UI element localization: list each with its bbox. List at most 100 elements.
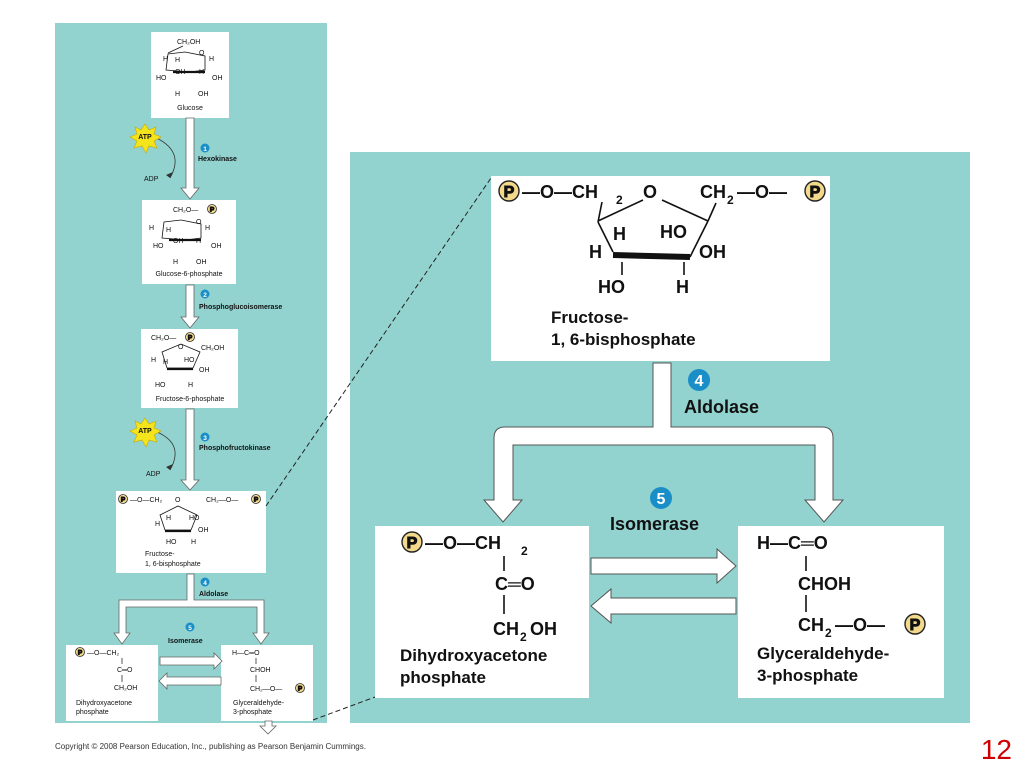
copyright-notice: Copyright © 2008 Pearson Education, Inc.…	[55, 742, 366, 751]
svg-text:HO: HO	[166, 539, 177, 546]
atp-coupling-1: ATP ADP	[129, 123, 176, 183]
svg-text:CH₂OH: CH₂OH	[201, 345, 224, 352]
svg-text:5: 5	[188, 625, 192, 632]
svg-text:O: O	[196, 219, 202, 226]
aldolase-split-arrow	[482, 362, 845, 523]
fbp-label-small-line2: 1, 6-bisphosphate	[145, 561, 201, 568]
g3p-structure: H—C═O CHOH CH 2 —O—	[757, 533, 926, 640]
dhap-label-small-line1: Dihydroxyacetone	[76, 700, 132, 707]
svg-text:CH₂OH: CH₂OH	[114, 685, 137, 692]
atp-label-2: ATP	[138, 428, 152, 435]
enzyme-phosphofructokinase: Phosphofructokinase	[199, 445, 271, 452]
svg-text:2: 2	[203, 292, 207, 299]
g3p-label-small-line1: Glyceraldehyde-	[233, 700, 285, 707]
step-5-marker-small: 5 Isomerase	[168, 622, 203, 645]
atp-coupling-2: ATP ADP	[129, 417, 176, 478]
dhap-box-small	[66, 645, 158, 721]
svg-text:HO: HO	[189, 515, 200, 522]
g3p-label-line2: 3-phosphate	[757, 666, 858, 685]
svg-text:H: H	[196, 238, 201, 245]
svg-text:OH: OH	[530, 619, 557, 639]
svg-text:H: H	[191, 539, 196, 546]
svg-text:H: H	[589, 242, 602, 262]
svg-text:CH₂—O—: CH₂—O—	[250, 686, 282, 693]
svg-text:1: 1	[203, 146, 207, 153]
svg-text:O: O	[175, 497, 181, 504]
svg-text:H—C═O: H—C═O	[232, 650, 260, 657]
svg-text:HO: HO	[660, 222, 687, 242]
fbp-label-line1: Fructose-	[551, 308, 628, 327]
g3p-box	[738, 526, 944, 698]
svg-text:HO: HO	[153, 243, 164, 250]
fbp-label-line2: 1, 6-bisphosphate	[551, 330, 696, 349]
glucose-box	[151, 32, 229, 118]
glucose-label: Glucose	[177, 105, 203, 112]
svg-text:—O—: —O—	[737, 182, 787, 202]
svg-text:H: H	[149, 225, 154, 232]
step-1-marker: 1 Hexokinase	[198, 143, 237, 163]
fbp-label-small-line1: Fructose-	[145, 551, 175, 558]
svg-text:H: H	[188, 382, 193, 389]
svg-text:OH: OH	[199, 367, 210, 374]
svg-text:CH: CH	[493, 619, 519, 639]
svg-text:H: H	[175, 57, 180, 64]
dhap-box	[375, 526, 589, 698]
fbp-structure-small: —O—CH₂ O CH₂—O— H H HO OH HO H	[118, 494, 261, 546]
step-3-marker: 3 Phosphofructokinase	[199, 432, 271, 452]
step-4-marker: 4 Aldolase	[684, 369, 759, 417]
svg-text:H: H	[175, 91, 180, 98]
dhap-structure: —O—CH 2 C═O CH 2 OH	[401, 531, 557, 644]
glucose-6-phosphate-box	[142, 200, 236, 284]
svg-text:—O—CH₂: —O—CH₂	[87, 650, 120, 657]
f6p-structure: CH₂O— CH₂OH O H H HO OH HO H	[151, 332, 224, 389]
svg-text:O: O	[199, 50, 205, 57]
glucose-structure: CH₂OH O H H H HO OH H OH H OH	[156, 39, 223, 98]
g6p-label: Glucose-6-phosphate	[156, 271, 223, 278]
svg-text:OH: OH	[699, 242, 726, 262]
svg-text:3: 3	[203, 435, 207, 442]
svg-text:H—C═O: H—C═O	[757, 533, 828, 553]
step-4-marker-small: 4 Aldolase	[199, 577, 228, 598]
svg-text:CH: CH	[798, 615, 824, 635]
g6p-structure: CH₂O— O H H H HO OH H OH H OH	[149, 204, 222, 266]
svg-text:HO: HO	[598, 277, 625, 297]
page-number: 12	[980, 734, 1012, 765]
step-5-marker: 5 Isomerase	[610, 487, 699, 534]
svg-text:4: 4	[695, 373, 704, 390]
svg-text:C═O: C═O	[117, 667, 133, 674]
main-flow-arrows	[113, 117, 277, 735]
fructose-bisphosphate-box	[491, 176, 830, 361]
svg-text:CH₂OH: CH₂OH	[177, 39, 200, 46]
svg-text:OH: OH	[198, 527, 209, 534]
svg-text:CH₂O—: CH₂O—	[173, 207, 198, 214]
svg-text:OH: OH	[196, 259, 207, 266]
svg-text:—O—CH: —O—CH	[522, 182, 598, 202]
dhap-label-line2: phosphate	[400, 668, 486, 687]
svg-text:2: 2	[825, 626, 832, 640]
enzyme-aldolase-small: Aldolase	[199, 591, 228, 598]
svg-text:H: H	[166, 227, 171, 234]
svg-text:H: H	[173, 259, 178, 266]
svg-text:H: H	[613, 224, 626, 244]
svg-text:OH: OH	[198, 91, 209, 98]
svg-text:OH: OH	[173, 238, 184, 245]
svg-text:H: H	[155, 521, 160, 528]
enzyme-phosphoglucoisomerase: Phosphoglucoisomerase	[199, 304, 282, 311]
svg-text:HO: HO	[156, 75, 167, 82]
svg-text:H: H	[163, 359, 168, 366]
svg-text:H: H	[209, 56, 214, 63]
atp-label-1: ATP	[138, 134, 152, 141]
enzyme-isomerase: Isomerase	[610, 514, 699, 534]
svg-text:H: H	[676, 277, 689, 297]
zoom-connector-bottom	[312, 696, 376, 721]
svg-text:CHOH: CHOH	[798, 574, 851, 594]
svg-text:C═O: C═O	[495, 574, 535, 594]
adp-label-2: ADP	[146, 471, 161, 478]
svg-text:HO: HO	[155, 382, 166, 389]
g3p-label-line1: Glyceraldehyde-	[757, 644, 889, 663]
svg-text:O: O	[643, 182, 657, 202]
svg-text:2: 2	[520, 630, 527, 644]
step-2-marker: 2 Phosphoglucoisomerase	[199, 289, 282, 311]
zoom-connector-top	[265, 177, 492, 507]
svg-text:2: 2	[521, 544, 528, 558]
